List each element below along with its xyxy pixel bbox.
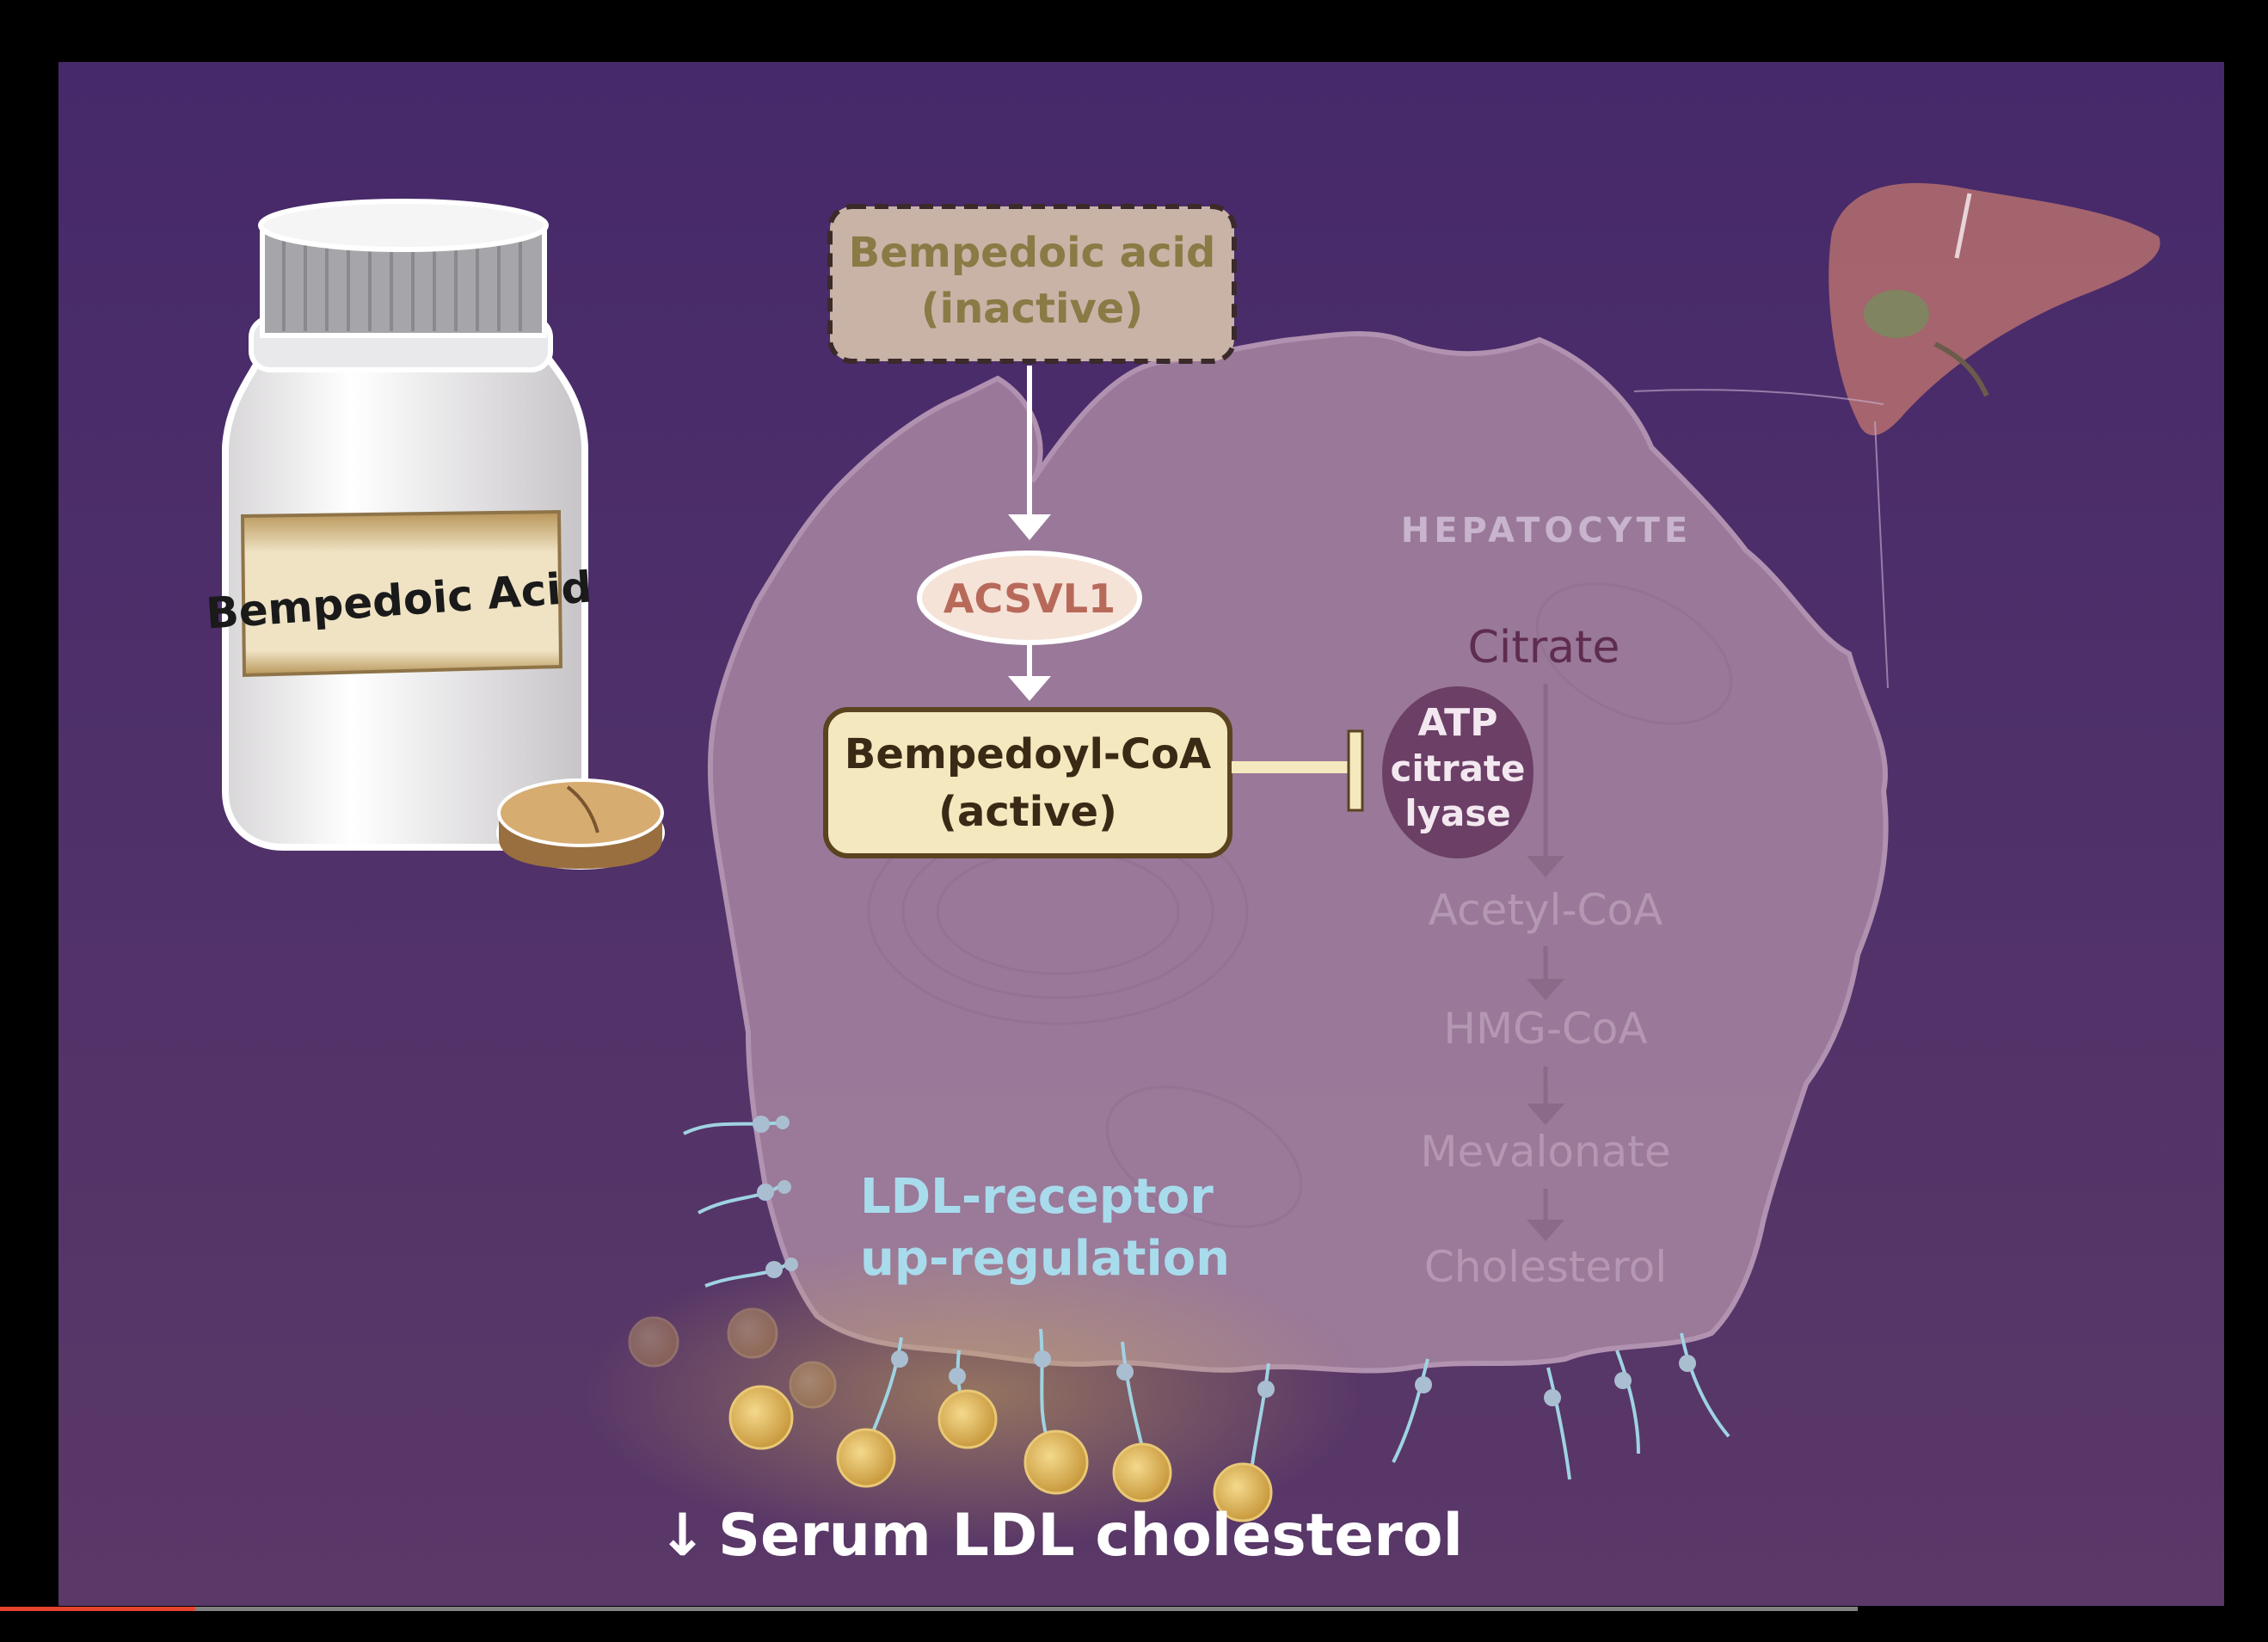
active-drug-status: (active) [938, 788, 1117, 836]
arrow-head-1 [1008, 514, 1051, 540]
arrow-head-2 [1008, 676, 1051, 701]
hepatocyte-label: HEPATOCYTE [1401, 511, 1693, 550]
active-drug-box [823, 707, 1232, 858]
prodrug-name: Bempedoic acid [849, 229, 1216, 277]
outcome-label: Serum LDL cholesterol [718, 1502, 1463, 1570]
blocked-enzyme-line1: ATP [1418, 701, 1498, 745]
pathway-step-acetyl-coa: Acetyl-CoA [1429, 885, 1663, 935]
outcome-arrow-down: ↓ [658, 1502, 707, 1570]
ldl-particles [628, 1307, 1273, 1522]
enzyme-acsvl1-label: ACSVL1 [943, 575, 1116, 622]
zoom-line-side [1874, 421, 1889, 689]
pill-icon [496, 778, 665, 870]
inhibition-tee [1347, 729, 1364, 812]
prodrug-box [827, 204, 1237, 364]
ldl-receptor-label: LDL-receptor [860, 1169, 1214, 1225]
pathway-step-hmg-coa: HMG-CoA [1443, 1004, 1647, 1054]
pathway-arrow-head-2 [1527, 979, 1564, 1000]
atp-citrate-lyase-blob [1382, 686, 1534, 858]
prodrug-status: (inactive) [921, 285, 1144, 333]
ldl-upregulation-label: up-regulation [860, 1231, 1230, 1287]
pathway-arrow-head-3 [1527, 1104, 1564, 1125]
ldl-receptor-heads-bottom [891, 1350, 1696, 1406]
zoom-line-top [1633, 389, 1884, 405]
ldl-receptor-heads-left [753, 1116, 798, 1278]
pathway-step-cholesterol: Cholesterol [1424, 1242, 1667, 1292]
medicine-bottle-icon [222, 199, 588, 851]
liver-icon [1829, 182, 2160, 436]
enzyme-acsvl1-oval [917, 550, 1142, 645]
pathway-start-citrate: Citrate [1468, 622, 1620, 673]
video-progress-fill [0, 1607, 195, 1611]
blocked-enzyme-line3: lyase [1404, 792, 1511, 834]
pathway-arrow-head-1 [1527, 856, 1564, 877]
mitochondria-outline [1105, 582, 1733, 1228]
pathway-arrow-head-4 [1527, 1220, 1564, 1241]
pathway-step-mevalonate: Mevalonate [1420, 1127, 1670, 1177]
blocked-enzyme-line2: citrate [1391, 747, 1526, 790]
active-drug-name: Bempedoyl-CoA [845, 730, 1211, 778]
video-progress-track[interactable] [0, 1607, 1858, 1611]
